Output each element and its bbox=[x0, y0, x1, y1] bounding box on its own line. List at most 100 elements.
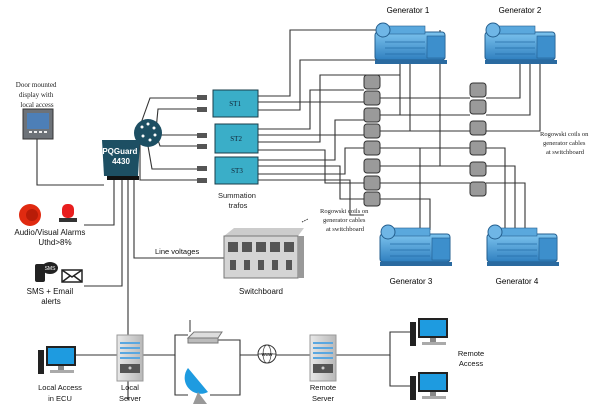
cable bbox=[147, 145, 197, 170]
rogowski-coil-icon bbox=[469, 82, 487, 98]
cable bbox=[155, 108, 197, 131]
svg-text:www: www bbox=[262, 352, 273, 358]
cable bbox=[84, 180, 115, 226]
cable bbox=[486, 147, 506, 230]
pqguard-name: PQGuard bbox=[102, 147, 137, 156]
cable bbox=[174, 355, 188, 396]
rogowski-coil-icon bbox=[363, 90, 381, 106]
generator-4: Generator 4 bbox=[486, 224, 560, 286]
rogowski-coil-icon bbox=[363, 191, 381, 207]
cable bbox=[486, 64, 521, 99]
door-display-label: local access bbox=[20, 101, 54, 109]
cable bbox=[258, 147, 364, 175]
trafos-label: trafos bbox=[229, 201, 248, 210]
cable bbox=[380, 64, 411, 132]
svg-text:PQGuard 4430: PQGuard 4430 bbox=[102, 147, 139, 166]
pqguard-model: 4430 bbox=[112, 157, 130, 166]
summation-trafos: ST1 ST2 ST3 Summation trafos bbox=[197, 89, 259, 210]
cable bbox=[380, 198, 431, 230]
cable bbox=[258, 119, 364, 161]
rogowski-pointer bbox=[301, 218, 309, 223]
rogowski-coils bbox=[363, 74, 487, 207]
beacon-icon bbox=[59, 204, 77, 222]
cable bbox=[336, 331, 410, 356]
door-mounted-display: Door mounted display with local access bbox=[16, 81, 58, 140]
rogowski-coil-icon bbox=[363, 123, 381, 139]
alerts-label: alerts bbox=[41, 297, 61, 306]
svg-text:SMS + Email alerts: SMS + Email alerts bbox=[27, 287, 76, 306]
cable bbox=[486, 182, 526, 230]
cable bbox=[210, 339, 241, 396]
pqguard-device: PQGuard 4430 bbox=[102, 119, 162, 180]
generator-1: Generator 1 bbox=[374, 6, 448, 65]
sms-email-alerts: SMS SMS + Email alerts bbox=[27, 262, 83, 306]
sms-bubble-icon bbox=[42, 262, 58, 274]
local-server-icon bbox=[116, 334, 144, 382]
cable bbox=[258, 89, 364, 130]
svg-text:Summation trafos: Summation trafos bbox=[218, 191, 258, 210]
trafo-st3: ST3 bbox=[231, 167, 243, 175]
rogowski-coil-icon bbox=[469, 181, 487, 197]
cable bbox=[258, 59, 390, 111]
remote-pc-icon bbox=[410, 318, 448, 346]
rogowski-coil-icon bbox=[363, 74, 381, 90]
trafo-st1: ST1 bbox=[229, 100, 241, 108]
rogowski-label-right: Rogowski coils on generator cables at sw… bbox=[540, 131, 590, 156]
generator-label: Generator 1 bbox=[387, 6, 430, 15]
cable bbox=[133, 180, 224, 259]
rogowski-coil-icon bbox=[469, 120, 487, 136]
cable bbox=[36, 139, 104, 186]
remote-server-icon bbox=[309, 334, 337, 382]
cable bbox=[380, 147, 421, 230]
cable bbox=[258, 29, 380, 97]
switchboard-label: Switchboard bbox=[239, 287, 283, 296]
cable bbox=[389, 355, 410, 387]
svg-text:Door mounted display wit: Door mounted display with local access bbox=[16, 81, 58, 109]
rogowski-coil-icon bbox=[469, 161, 487, 177]
rogowski-coil-icon bbox=[469, 99, 487, 115]
cable-wires bbox=[36, 29, 541, 400]
cable bbox=[486, 64, 541, 132]
rogowski-coil-icon bbox=[363, 140, 381, 156]
cable bbox=[84, 180, 123, 287]
door-display-label: Door mounted bbox=[16, 81, 57, 89]
generator-label: Generator 4 bbox=[496, 277, 539, 286]
trafos-label: Summation bbox=[218, 191, 256, 200]
email-icon bbox=[61, 269, 83, 283]
local-access-pc-icon bbox=[38, 346, 76, 374]
generator-label: Generator 3 bbox=[390, 277, 433, 286]
line-voltages-label: Line voltages bbox=[155, 247, 199, 256]
sms-badge: SMS bbox=[45, 266, 57, 272]
switchboard: Line voltages Switchboard bbox=[155, 228, 304, 296]
cable bbox=[258, 165, 364, 200]
generator-3: Generator 3 bbox=[379, 224, 453, 286]
alarms-label: Audio/Visual Alarms bbox=[14, 228, 85, 237]
rogowski-coil-icon bbox=[469, 140, 487, 156]
satellite-dish-icon bbox=[184, 368, 208, 404]
generator-2: Generator 2 bbox=[484, 6, 558, 65]
cable bbox=[143, 334, 188, 356]
cable bbox=[157, 139, 197, 147]
cable bbox=[139, 142, 197, 181]
door-display-label: display with bbox=[19, 91, 54, 99]
trafo-st2: ST2 bbox=[230, 135, 242, 143]
cable bbox=[380, 64, 401, 116]
cable bbox=[258, 74, 400, 143]
generator-label: Generator 2 bbox=[499, 6, 542, 15]
rogowski-label-left: Rogowski coils on generator cables at sw… bbox=[320, 208, 370, 233]
globe-www-icon: www bbox=[257, 344, 277, 364]
audio-visual-alarms: Audio/Visual Alarms Uthd>8% bbox=[14, 204, 85, 247]
cable bbox=[139, 97, 197, 127]
cable bbox=[486, 165, 516, 230]
rogowski-coil-icon bbox=[363, 175, 381, 191]
rogowski-coil-icon bbox=[363, 107, 381, 123]
alarms-condition: Uthd>8% bbox=[38, 238, 71, 247]
rogowski-coil-icon bbox=[363, 158, 381, 174]
